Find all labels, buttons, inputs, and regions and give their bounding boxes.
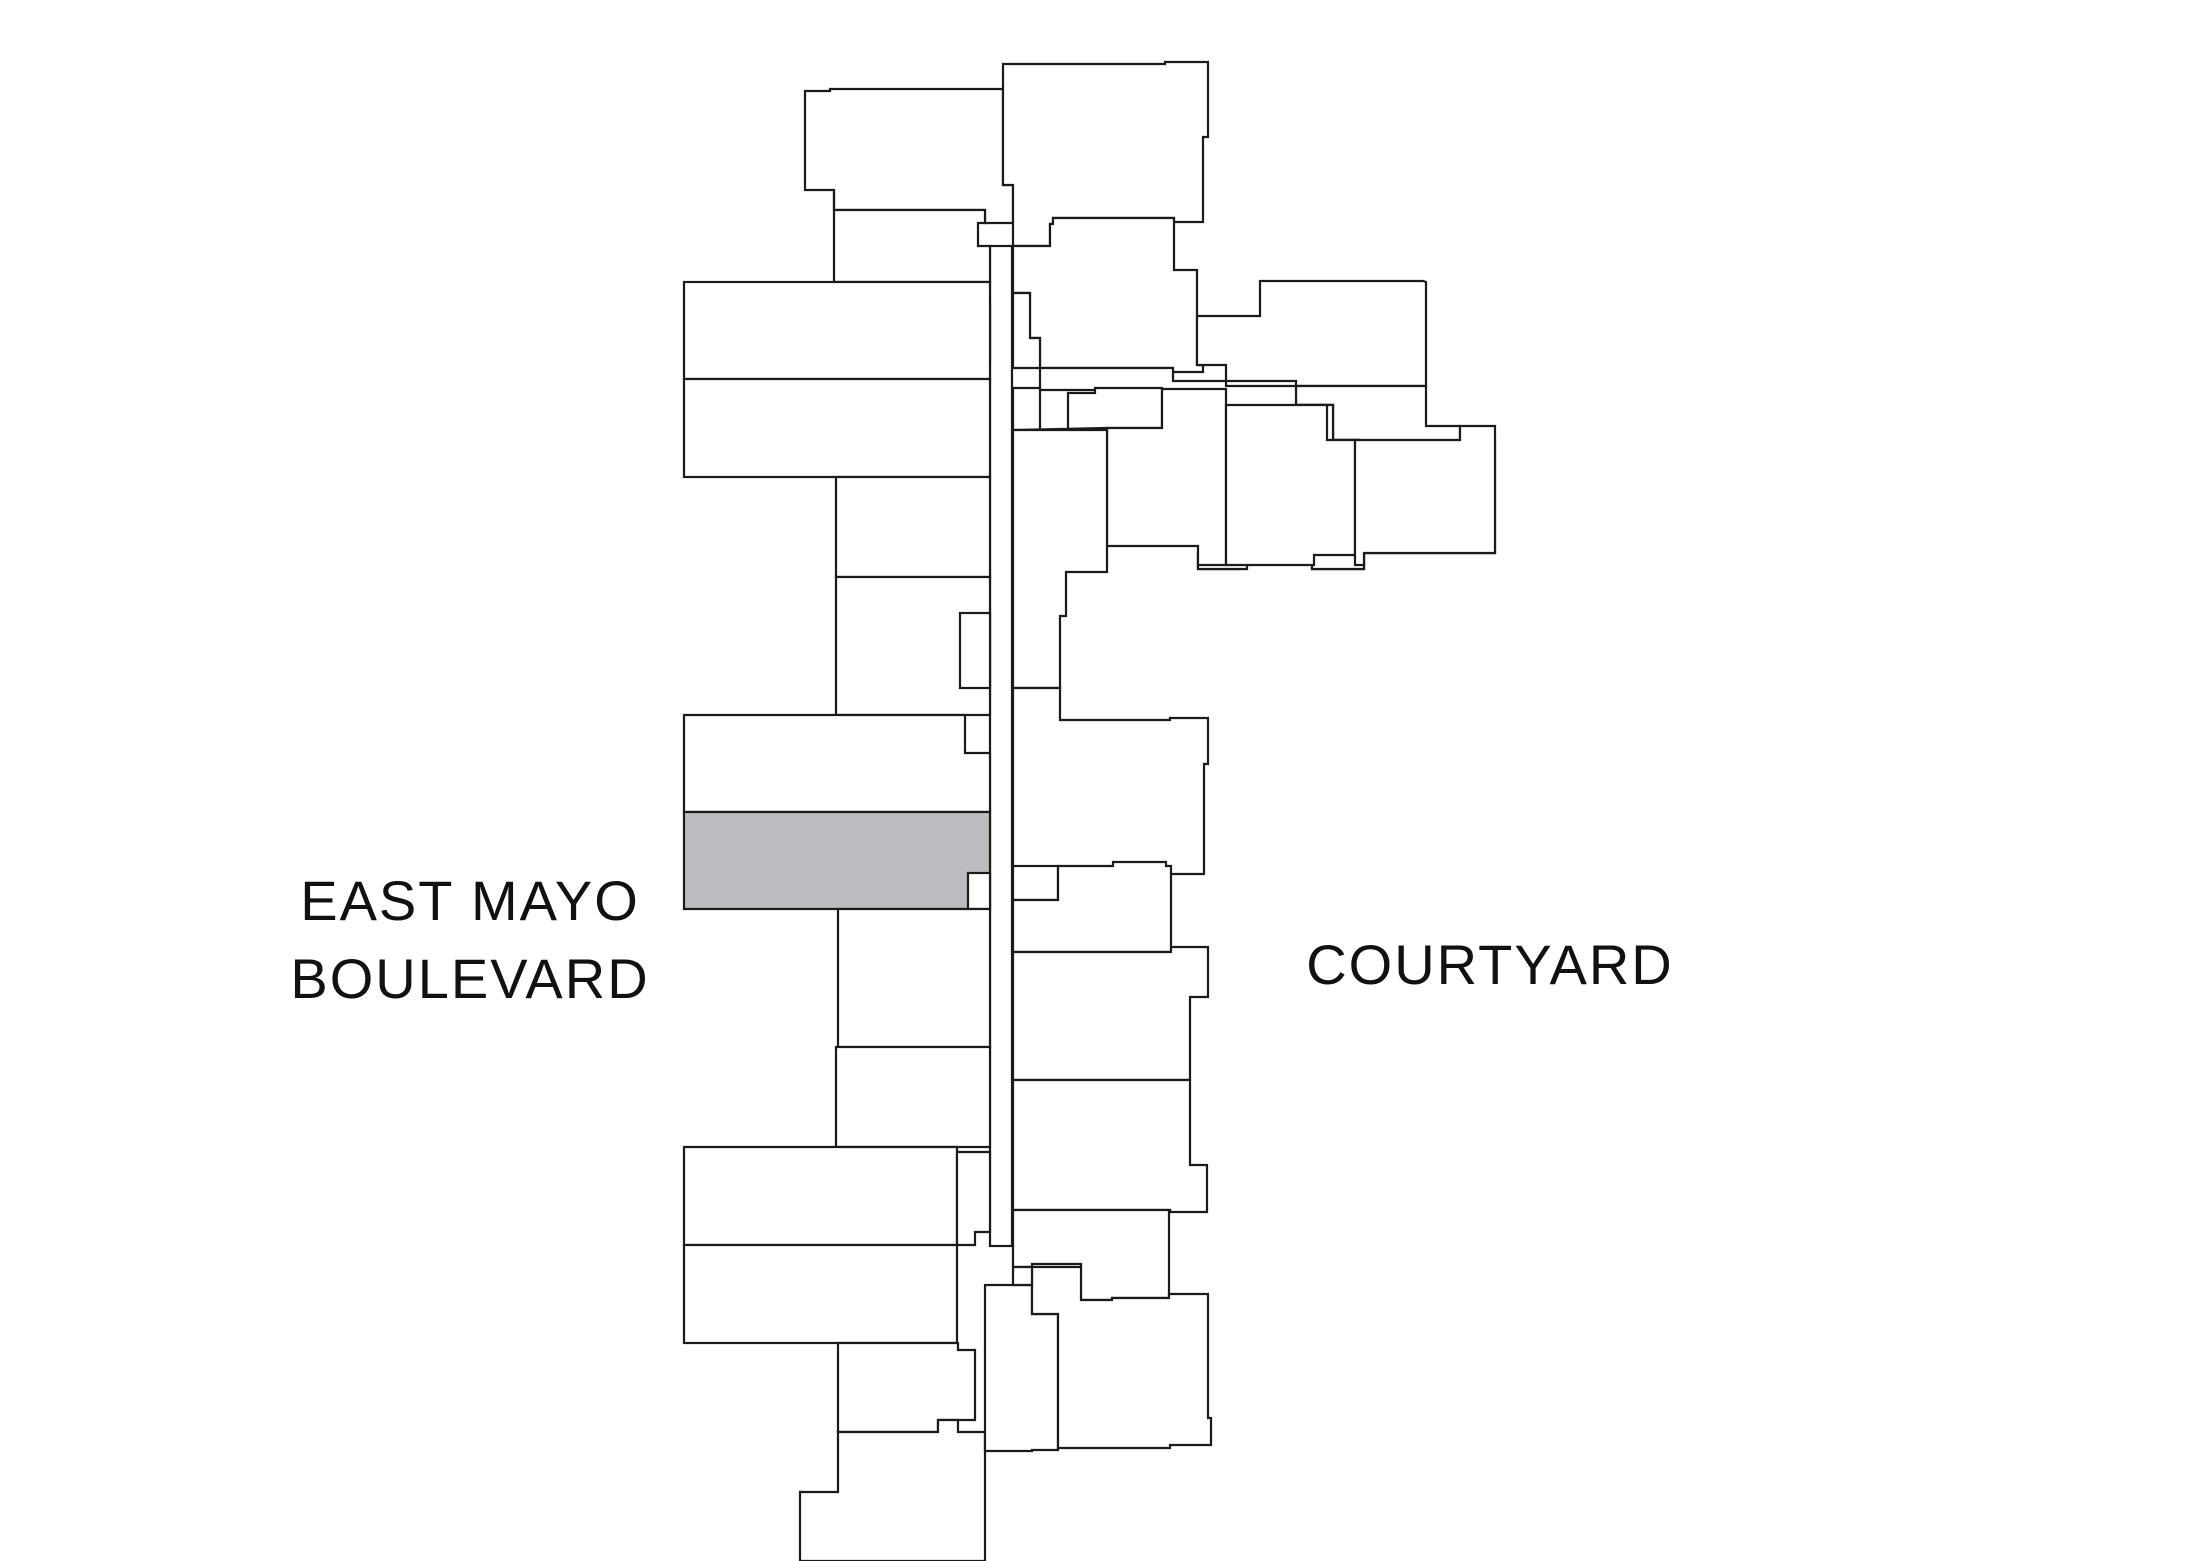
unit-east-closet-1 <box>1011 864 1060 902</box>
unit-west-closet-2 <box>958 611 992 690</box>
street-label-line2: BOULEVARD <box>290 947 650 1010</box>
street-label-line1: EAST MAYO <box>300 869 640 932</box>
street-label: EAST MAYO BOULEVARD <box>270 862 670 1018</box>
unit-west-large-1b[interactable] <box>682 377 992 479</box>
unit-west-large-2b-highlighted[interactable] <box>682 810 992 911</box>
unit-west-large-1a[interactable] <box>682 280 992 381</box>
unit-west-large-2a[interactable] <box>682 713 992 814</box>
unit-west-mid-3[interactable] <box>836 907 992 1049</box>
unit-west-mid-4[interactable] <box>834 1045 992 1149</box>
unit-east-mid-1[interactable] <box>1011 686 1210 878</box>
unit-east-balcony-strip <box>1011 386 1164 432</box>
unit-west-large-3b[interactable] <box>682 1243 959 1345</box>
unit-west-closet-4 <box>955 1150 992 1247</box>
unit-west-large-3a[interactable] <box>682 1145 959 1247</box>
unit-west-bottom[interactable] <box>798 1418 987 1561</box>
unit-east-stub <box>1011 291 1042 370</box>
unit-east-connector <box>1011 1265 1034 1287</box>
unit-west-top[interactable] <box>803 87 1015 225</box>
unit-west-lower[interactable] <box>836 1341 977 1434</box>
unit-east-bottom[interactable] <box>1030 1265 1213 1450</box>
unit-west-closet-3 <box>966 871 992 911</box>
unit-east-mid-3[interactable] <box>1011 945 1210 1082</box>
unit-east-wing-4[interactable] <box>1353 424 1497 567</box>
unit-west-mid-1[interactable] <box>834 475 992 579</box>
courtyard-label: COURTYARD <box>1306 933 1674 996</box>
unit-east-wing-north[interactable] <box>1195 279 1428 388</box>
central-corridor <box>988 244 1014 1248</box>
unit-east-core[interactable] <box>1011 428 1109 690</box>
unit-east-mid-4[interactable] <box>1011 1078 1209 1214</box>
